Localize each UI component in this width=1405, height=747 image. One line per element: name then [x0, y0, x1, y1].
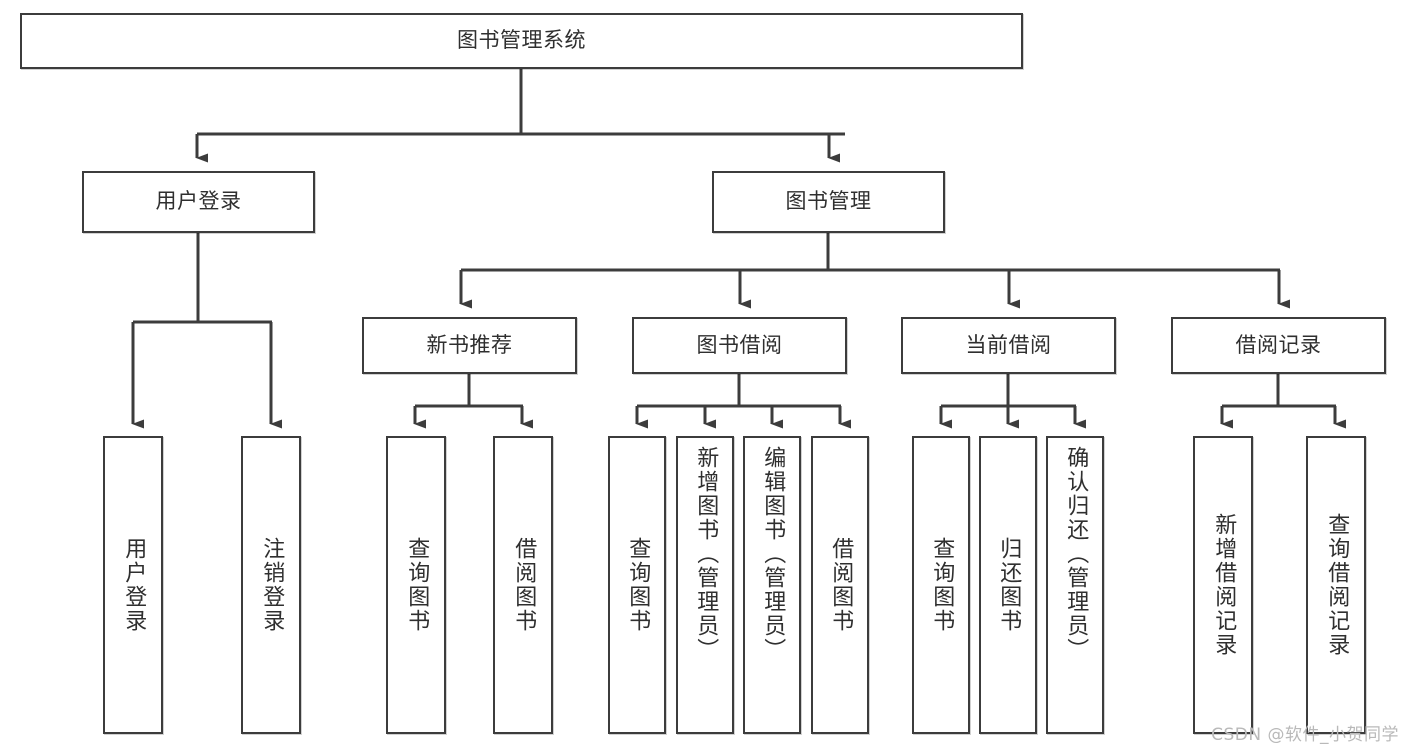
node-root[interactable]: 图书管理系统 — [20, 13, 1023, 69]
leaf-query-book-3-label: 查询图书 — [929, 537, 955, 633]
leaf-borrow-book-1-label: 借阅图书 — [511, 537, 537, 633]
leaf-user-logout[interactable]: 注销登录 — [241, 436, 301, 734]
node-borrow-record[interactable]: 借阅记录 — [1171, 317, 1386, 374]
leaf-return-book-label: 归还图书 — [996, 537, 1022, 633]
node-new-book-recommend-label: 新书推荐 — [426, 332, 513, 357]
leaf-return-book[interactable]: 归还图书 — [979, 436, 1037, 734]
node-book-borrow-label: 图书借阅 — [696, 332, 783, 357]
leaf-edit-book[interactable]: 编辑图书（管理员） — [743, 436, 801, 734]
leaf-add-record[interactable]: 新增借阅记录 — [1193, 436, 1253, 734]
leaf-query-book-2-label: 查询图书 — [625, 537, 651, 633]
leaf-add-book-label: 新增图书（管理员） — [693, 446, 719, 662]
node-book-manage[interactable]: 图书管理 — [712, 171, 945, 233]
leaf-borrow-book-1[interactable]: 借阅图书 — [493, 436, 553, 734]
leaf-query-book-1-label: 查询图书 — [404, 537, 430, 633]
leaf-borrow-book-2-label: 借阅图书 — [828, 537, 854, 633]
leaf-add-record-label: 新增借阅记录 — [1211, 513, 1237, 657]
leaf-confirm-return[interactable]: 确认归还（管理员） — [1046, 436, 1104, 734]
node-user-login-label: 用户登录 — [155, 189, 242, 214]
node-book-borrow[interactable]: 图书借阅 — [632, 317, 847, 374]
leaf-borrow-book-2[interactable]: 借阅图书 — [811, 436, 869, 734]
leaf-user-login-label: 用户登录 — [121, 537, 147, 633]
node-book-manage-label: 图书管理 — [785, 189, 872, 214]
node-borrow-record-label: 借阅记录 — [1235, 332, 1322, 357]
leaf-add-book[interactable]: 新增图书（管理员） — [676, 436, 734, 734]
leaf-query-book-2[interactable]: 查询图书 — [608, 436, 666, 734]
leaf-query-book-1[interactable]: 查询图书 — [386, 436, 446, 734]
node-new-book-recommend[interactable]: 新书推荐 — [362, 317, 577, 374]
node-current-borrow-label: 当前借阅 — [965, 332, 1052, 357]
leaf-user-logout-label: 注销登录 — [259, 537, 285, 633]
node-user-login[interactable]: 用户登录 — [82, 171, 315, 233]
leaf-query-book-3[interactable]: 查询图书 — [912, 436, 970, 734]
leaf-user-login[interactable]: 用户登录 — [103, 436, 163, 734]
node-current-borrow[interactable]: 当前借阅 — [901, 317, 1116, 374]
leaf-query-record[interactable]: 查询借阅记录 — [1306, 436, 1366, 734]
node-root-label: 图书管理系统 — [457, 28, 586, 53]
leaf-query-record-label: 查询借阅记录 — [1324, 513, 1350, 657]
leaf-confirm-return-label: 确认归还（管理员） — [1063, 446, 1089, 662]
csdn-watermark: CSDN @软件_小贺同学 — [1211, 725, 1399, 745]
leaf-edit-book-label: 编辑图书（管理员） — [760, 446, 786, 662]
